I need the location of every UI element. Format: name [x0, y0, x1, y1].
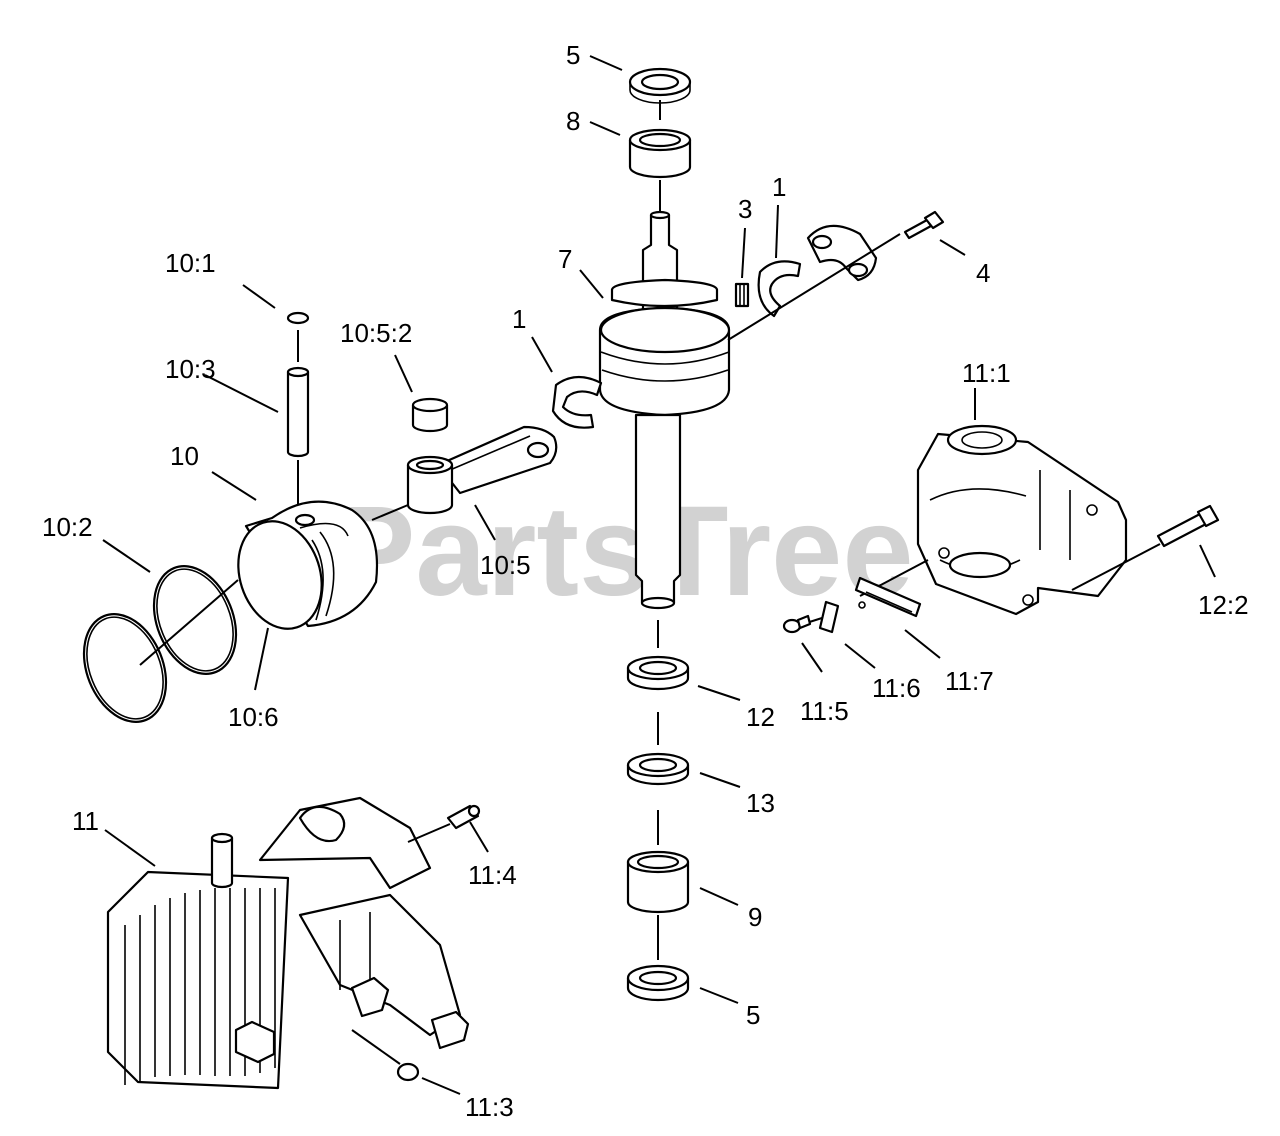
callout-8: 8 — [566, 106, 580, 136]
callout-3: 3 — [738, 194, 752, 224]
callout-12-2: 12:2 — [1198, 590, 1249, 620]
callout-12: 12 — [746, 702, 775, 732]
part-11-7-gasket[interactable] — [854, 576, 922, 618]
part-4-bolt[interactable] — [903, 210, 945, 240]
part-9-bearing[interactable] — [626, 850, 690, 914]
part-11-1-crankcase[interactable] — [916, 424, 1128, 616]
part-11-cylinder[interactable] — [106, 796, 470, 1090]
callout-5-top: 5 — [566, 40, 580, 70]
part-13-washer[interactable] — [626, 752, 690, 786]
part-12-2-stud[interactable] — [1156, 504, 1220, 548]
part-1-upper-bearing-half[interactable] — [757, 260, 802, 318]
part-11-3-dowel[interactable] — [396, 1062, 420, 1082]
part-10-3-piston-pin[interactable] — [286, 366, 310, 458]
callout-9: 9 — [748, 902, 762, 932]
part-7-crankshaft[interactable] — [598, 210, 731, 610]
callout-10-6: 10:6 — [228, 702, 279, 732]
callout-10-3: 10:3 — [165, 354, 216, 384]
part-10-5-2-bushing[interactable] — [411, 397, 449, 433]
callout-4: 4 — [976, 258, 990, 288]
part-11-4-pin[interactable] — [446, 804, 481, 830]
part-10-piston[interactable] — [225, 500, 379, 640]
part-8-bearing[interactable] — [628, 128, 692, 179]
callout-10-5-2: 10:5:2 — [340, 318, 412, 348]
callout-1-top: 1 — [772, 172, 786, 202]
callout-11-5: 11:5 — [800, 696, 849, 726]
callout-1-mid: 1 — [512, 304, 526, 334]
part-10-1-circlip[interactable] — [286, 311, 310, 325]
part-11-6-plate[interactable] — [818, 600, 840, 634]
callout-5-bottom: 5 — [746, 1000, 760, 1030]
part-11-5-screw[interactable] — [782, 614, 812, 634]
callout-11-7: 11:7 — [945, 666, 994, 696]
callout-11: 11 — [72, 806, 99, 836]
callout-13: 13 — [746, 788, 775, 818]
callout-10-2: 10:2 — [42, 512, 93, 542]
part-10-5-connecting-rod[interactable] — [406, 425, 558, 515]
callout-10-5: 10:5 — [480, 550, 531, 580]
callout-11-3: 11:3 — [465, 1092, 514, 1122]
part-10-2-piston-rings[interactable] — [69, 554, 251, 734]
callout-11-4: 11:4 — [468, 860, 517, 890]
callout-7: 7 — [558, 244, 572, 274]
callout-10-1: 10:1 — [165, 248, 216, 278]
callout-11-1: 11:1 — [962, 358, 1011, 388]
part-12-washer[interactable] — [626, 655, 690, 691]
part-5-top-seal[interactable] — [628, 67, 692, 104]
part-1-lower-bearing-half[interactable] — [551, 375, 603, 429]
callout-10: 10 — [170, 441, 199, 471]
part-rod-cap[interactable] — [806, 224, 878, 282]
part-3-rollers[interactable] — [734, 282, 750, 308]
part-5-bottom-seal[interactable] — [626, 964, 690, 1002]
callout-11-6: 11:6 — [872, 673, 921, 703]
